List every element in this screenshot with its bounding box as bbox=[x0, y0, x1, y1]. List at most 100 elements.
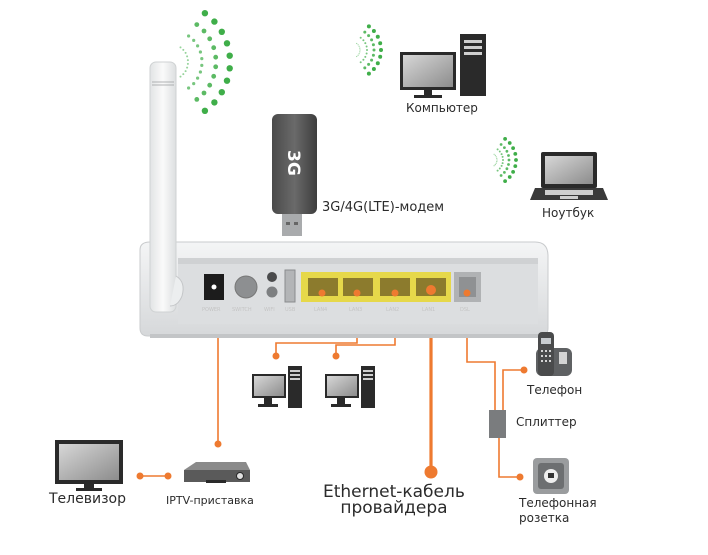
port-label-lan2: LAN2 bbox=[386, 307, 399, 313]
wifi-dot bbox=[362, 58, 365, 61]
cable-splitter-socket bbox=[498, 438, 520, 478]
wifi-dot bbox=[356, 55, 358, 58]
wifi-dot bbox=[196, 76, 200, 80]
wifi-dot bbox=[356, 42, 358, 45]
wifi-dot bbox=[367, 34, 371, 38]
wifi-dot bbox=[500, 153, 503, 156]
lan4-port bbox=[308, 278, 338, 296]
wifi-dot bbox=[211, 99, 218, 106]
wifi-dot bbox=[357, 44, 359, 46]
wifi-dot bbox=[213, 54, 219, 60]
wifi-dot bbox=[200, 63, 204, 67]
wifi-dot bbox=[201, 10, 209, 17]
phone-label: Телефон bbox=[527, 383, 583, 397]
wifi-dot bbox=[505, 167, 509, 171]
wifi-dot bbox=[201, 28, 207, 34]
wifi-dot bbox=[366, 24, 371, 29]
port-label-dsl: DSL bbox=[460, 307, 470, 313]
cable-dot bbox=[136, 472, 144, 480]
usb-modem-icon: 3G bbox=[272, 114, 317, 236]
wifi-dot bbox=[187, 34, 191, 38]
socket-label-line1: Телефонная bbox=[519, 496, 597, 510]
wifi-signal-icon bbox=[493, 137, 518, 184]
wifi-dot bbox=[184, 70, 187, 73]
wifi-dot bbox=[196, 44, 200, 48]
wifi-dot bbox=[194, 22, 200, 27]
wifi-dot bbox=[226, 65, 233, 72]
wifi-dot bbox=[366, 71, 371, 76]
wifi-dot bbox=[503, 137, 507, 141]
wifi-dot bbox=[495, 162, 497, 164]
wifi-dot bbox=[186, 62, 189, 65]
computer-label: Компьютер bbox=[406, 101, 478, 115]
wifi-dot bbox=[207, 36, 213, 42]
wifi-dot bbox=[507, 175, 512, 179]
socket-label: Телефонная розетка bbox=[519, 496, 597, 526]
wifi-dot bbox=[223, 40, 231, 47]
wifi-dot bbox=[496, 148, 499, 151]
wifi-dot bbox=[507, 158, 511, 162]
wifi-dot bbox=[207, 82, 213, 88]
wifi-dot bbox=[496, 161, 498, 163]
wifi-dot bbox=[364, 55, 367, 58]
modem-label: 3G/4G(LTE)-модем bbox=[322, 200, 445, 215]
wifi-dot bbox=[363, 30, 367, 34]
wifi-dot bbox=[186, 55, 189, 58]
wifi-dot bbox=[375, 61, 380, 66]
wifi-dot bbox=[192, 38, 196, 43]
wifi-dot bbox=[200, 57, 204, 61]
laptop-icon bbox=[530, 152, 608, 200]
wifi-dot bbox=[513, 152, 518, 156]
wifi-dot bbox=[371, 29, 376, 33]
wifi-dot bbox=[507, 163, 510, 166]
modem-badge: 3G bbox=[283, 150, 303, 176]
wifi-dot bbox=[192, 82, 196, 86]
wifi-dot bbox=[500, 164, 503, 167]
wifi-dot bbox=[498, 150, 501, 153]
wifi-dot bbox=[499, 143, 503, 146]
wifi-dot bbox=[211, 45, 217, 51]
wifi-dot bbox=[359, 47, 361, 49]
wifi-dot bbox=[371, 53, 375, 57]
wifi-signal-icon bbox=[179, 10, 233, 115]
wifi-dot bbox=[493, 153, 495, 155]
ethernet-cable-end bbox=[424, 465, 438, 479]
wifi-dot bbox=[198, 70, 202, 74]
wifi-dot bbox=[211, 73, 217, 79]
wifi-dot bbox=[511, 170, 515, 174]
lan-computer-1-icon bbox=[252, 366, 302, 408]
wifi-dot bbox=[371, 43, 375, 47]
wifi-dot bbox=[366, 49, 368, 51]
wifi-dot bbox=[211, 18, 218, 25]
wifi-dot bbox=[503, 146, 506, 150]
wifi-dot bbox=[494, 164, 496, 166]
wifi-dot bbox=[378, 54, 383, 59]
lan-computer-2-icon bbox=[325, 366, 375, 408]
wifi-dot bbox=[179, 75, 182, 78]
cordless-phone-icon bbox=[536, 332, 572, 376]
wifi-dot bbox=[358, 45, 360, 47]
wifi-dot bbox=[365, 45, 368, 48]
wifi-dot bbox=[507, 141, 512, 145]
wifi-dot bbox=[357, 54, 359, 56]
wifi-signal-icon bbox=[356, 24, 383, 76]
usb-port bbox=[284, 269, 296, 303]
wifi-dot bbox=[498, 167, 501, 170]
wifi-dot bbox=[218, 89, 225, 96]
wifi-dot bbox=[507, 154, 510, 157]
cable-dot bbox=[520, 366, 528, 374]
wifi-dot bbox=[364, 42, 367, 45]
wps-button bbox=[266, 286, 278, 298]
wifi-dot bbox=[201, 107, 209, 115]
cable-dot bbox=[272, 352, 280, 360]
cable-splitter-phone bbox=[502, 369, 524, 410]
wifi-dot bbox=[499, 174, 503, 177]
wifi-dot bbox=[201, 90, 207, 96]
lan3-port bbox=[343, 278, 373, 296]
wifi-dot bbox=[359, 49, 361, 51]
antenna-icon bbox=[149, 61, 184, 313]
wifi-dot bbox=[362, 39, 365, 42]
wifi-dot bbox=[513, 164, 518, 169]
port-label-usb: USB bbox=[285, 307, 296, 313]
tv-icon bbox=[55, 440, 123, 491]
